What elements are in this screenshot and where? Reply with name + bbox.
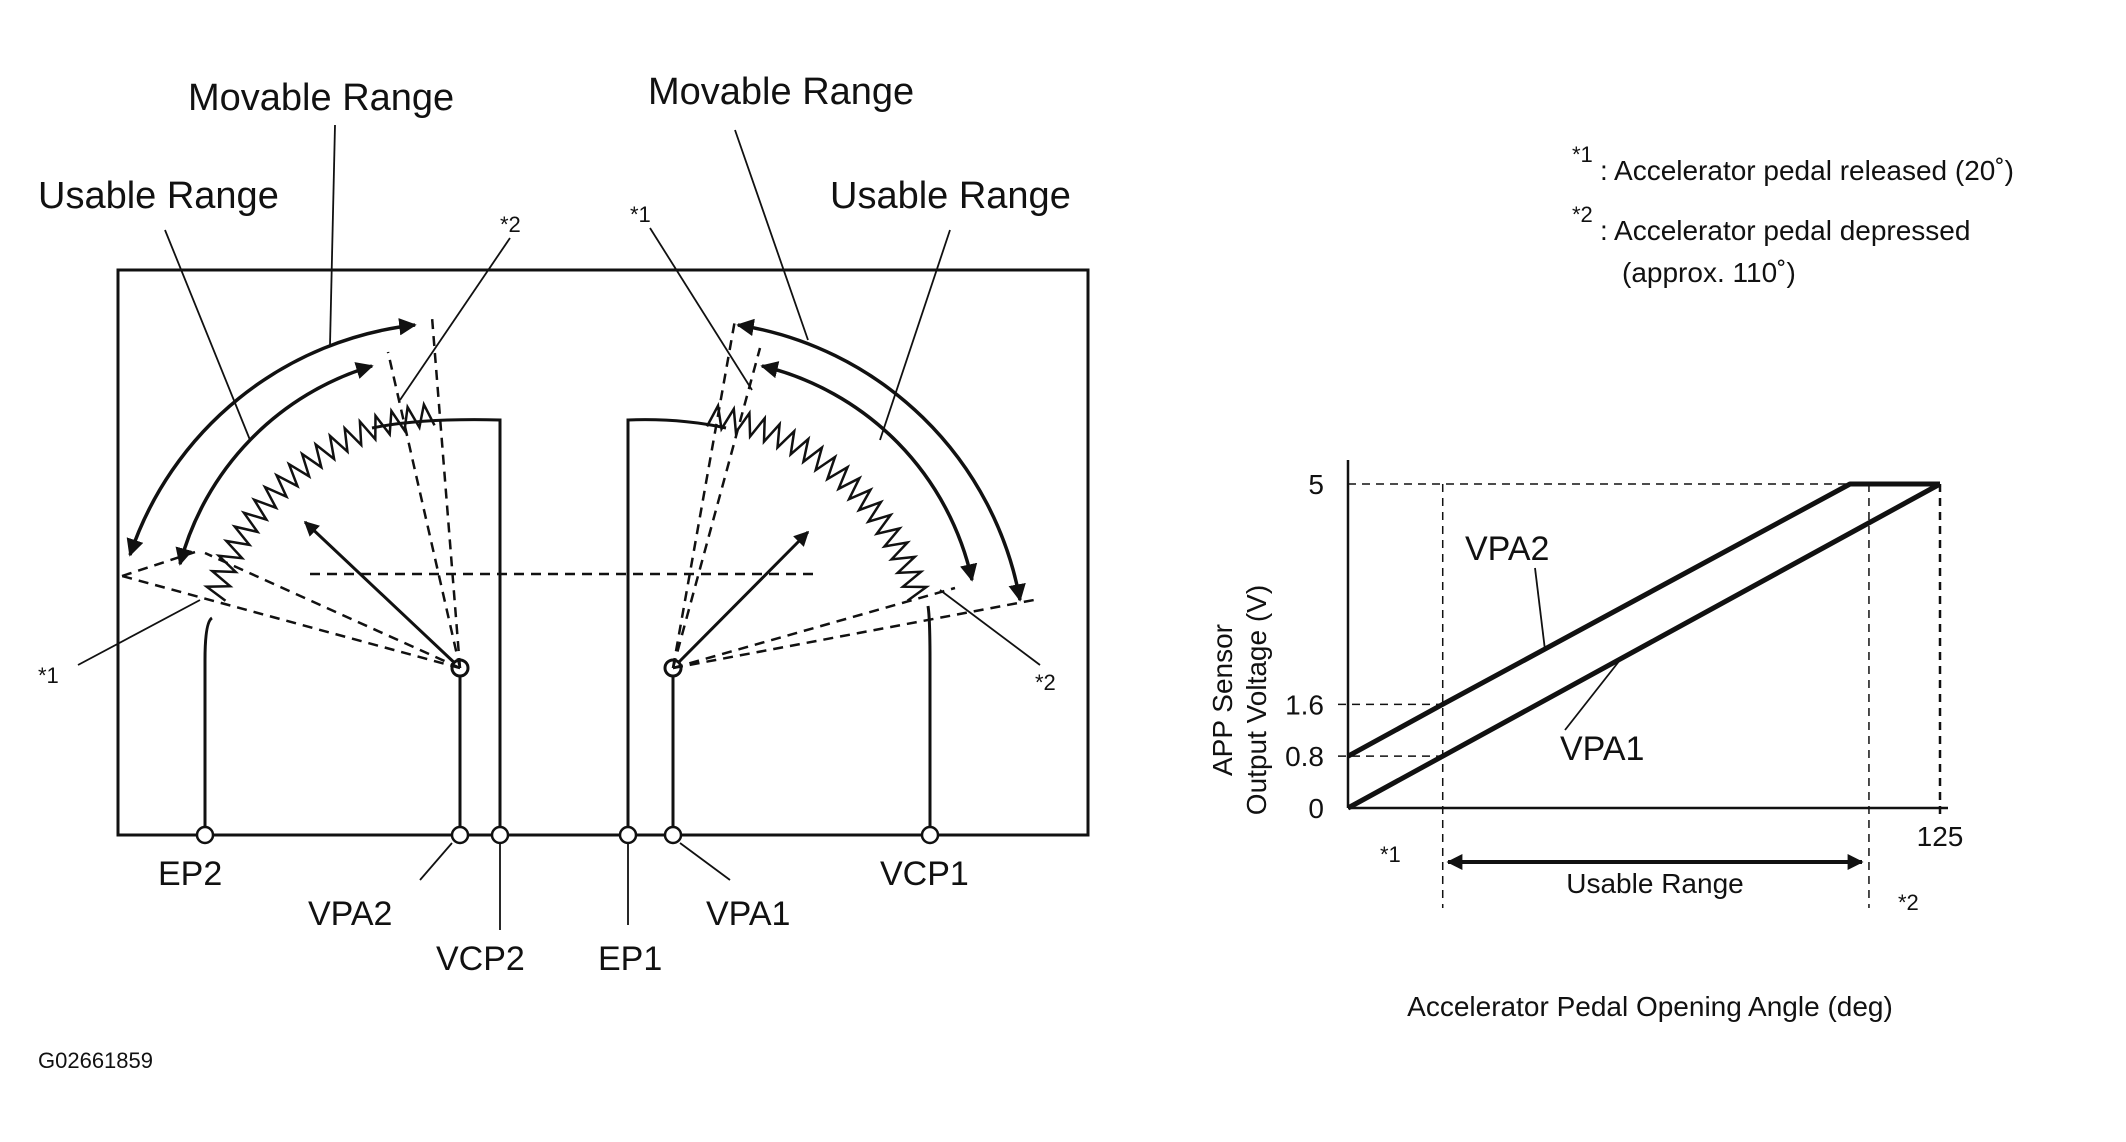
chart-ticks: 5 1.6 0.8 0 125 — [1285, 469, 1963, 852]
chart-guides — [1338, 483, 1942, 908]
series-label-vpa1: VPA1 — [1560, 730, 1644, 768]
chart-marker-1: *1 — [1380, 842, 1401, 867]
marker-2-label-left: *2 — [500, 212, 521, 237]
series-line-vpa2 — [1346, 481, 1940, 759]
leader-lines-left — [77, 124, 629, 930]
note-2-text-continued: (approx. 110˚) — [1622, 257, 1796, 288]
chart-marker-2: *2 — [1898, 890, 1919, 915]
resistor-right-zigzag — [705, 401, 931, 602]
sensor-diagram-labels: Movable Range Usable Range Movable Range… — [38, 71, 1071, 978]
terminal-label-vpa1: VPA1 — [706, 895, 790, 933]
sensor-diagram — [77, 124, 1090, 930]
resistor-right-tail — [926, 605, 932, 835]
terminal-label-vcp1: VCP1 — [880, 855, 969, 893]
y-axis-label-line2: Output Voltage (V) — [1241, 585, 1272, 815]
marker-2-label-right: *2 — [1035, 670, 1056, 695]
movable-range-label-right: Movable Range — [648, 71, 914, 113]
y-tick-label: 5 — [1308, 469, 1324, 500]
y-tick-label: 0.8 — [1285, 741, 1324, 772]
resistor-left-tail — [371, 418, 502, 835]
chart-series: VPA1 VPA2 — [1346, 481, 1942, 811]
terminals — [195, 825, 940, 845]
terminal-label-ep1: EP1 — [598, 940, 662, 978]
usable-range-label-right: Usable Range — [830, 175, 1071, 217]
figure-code: G02661859 — [38, 1048, 153, 1073]
terminal-label-ep2: EP2 — [158, 855, 222, 893]
series-line-vpa1 — [1346, 481, 1942, 811]
output-voltage-chart: VPA1 VPA2 5 1.6 0.8 0 125 APP Sensor Output V… — [1207, 460, 1963, 1022]
movable-range-label-left: Movable Range — [188, 77, 454, 119]
terminal-ep2 — [195, 825, 215, 845]
marker-1-label-right: *1 — [630, 202, 651, 227]
note-1-text: : Accelerator pedal released (20˚) — [1600, 155, 2014, 186]
series-leader-vpa1 — [1564, 659, 1621, 731]
terminal-label-vpa2: VPA2 — [308, 895, 392, 933]
usable-range-arc-left — [175, 362, 374, 566]
range-lines-left — [121, 316, 815, 670]
resistor-left-zigzag — [203, 400, 436, 602]
terminal-vpa1 — [663, 825, 683, 845]
leader-lines-right — [649, 129, 1041, 881]
terminal-label-vcp2: VCP2 — [436, 940, 525, 978]
usable-range-label-chart: Usable Range — [1566, 868, 1743, 899]
terminal-vcp1 — [920, 825, 940, 845]
y-axis-label-line1: APP Sensor — [1207, 624, 1238, 776]
x-axis-label: Accelerator Pedal Opening Angle (deg) — [1407, 991, 1893, 1022]
resistor-left-lead — [203, 616, 214, 835]
marker-1-label-left: *1 — [38, 663, 59, 688]
terminal-vcp2 — [490, 825, 510, 845]
sensor-housing — [116, 268, 1090, 837]
wiper-left-arrow — [303, 520, 462, 670]
usable-range-label-left: Usable Range — [38, 175, 279, 217]
notes: *1 : Accelerator pedal released (20˚) *2… — [1572, 142, 2014, 288]
series-label-vpa2: VPA2 — [1465, 530, 1549, 568]
usable-range-arc-right — [760, 361, 978, 582]
y-tick-label: 1.6 — [1285, 689, 1324, 720]
note-2-marker: *2 — [1572, 202, 1593, 227]
movable-range-arc-left — [126, 318, 417, 557]
x-tick-label: 125 — [1917, 821, 1964, 852]
y-tick-label: 0 — [1308, 793, 1324, 824]
terminal-ep1 — [618, 825, 638, 845]
terminal-vpa2 — [450, 825, 470, 845]
note-1-marker: *1 — [1572, 142, 1593, 167]
series-leader-vpa2 — [1534, 567, 1546, 651]
note-2-text: : Accelerator pedal depressed — [1600, 215, 1970, 246]
